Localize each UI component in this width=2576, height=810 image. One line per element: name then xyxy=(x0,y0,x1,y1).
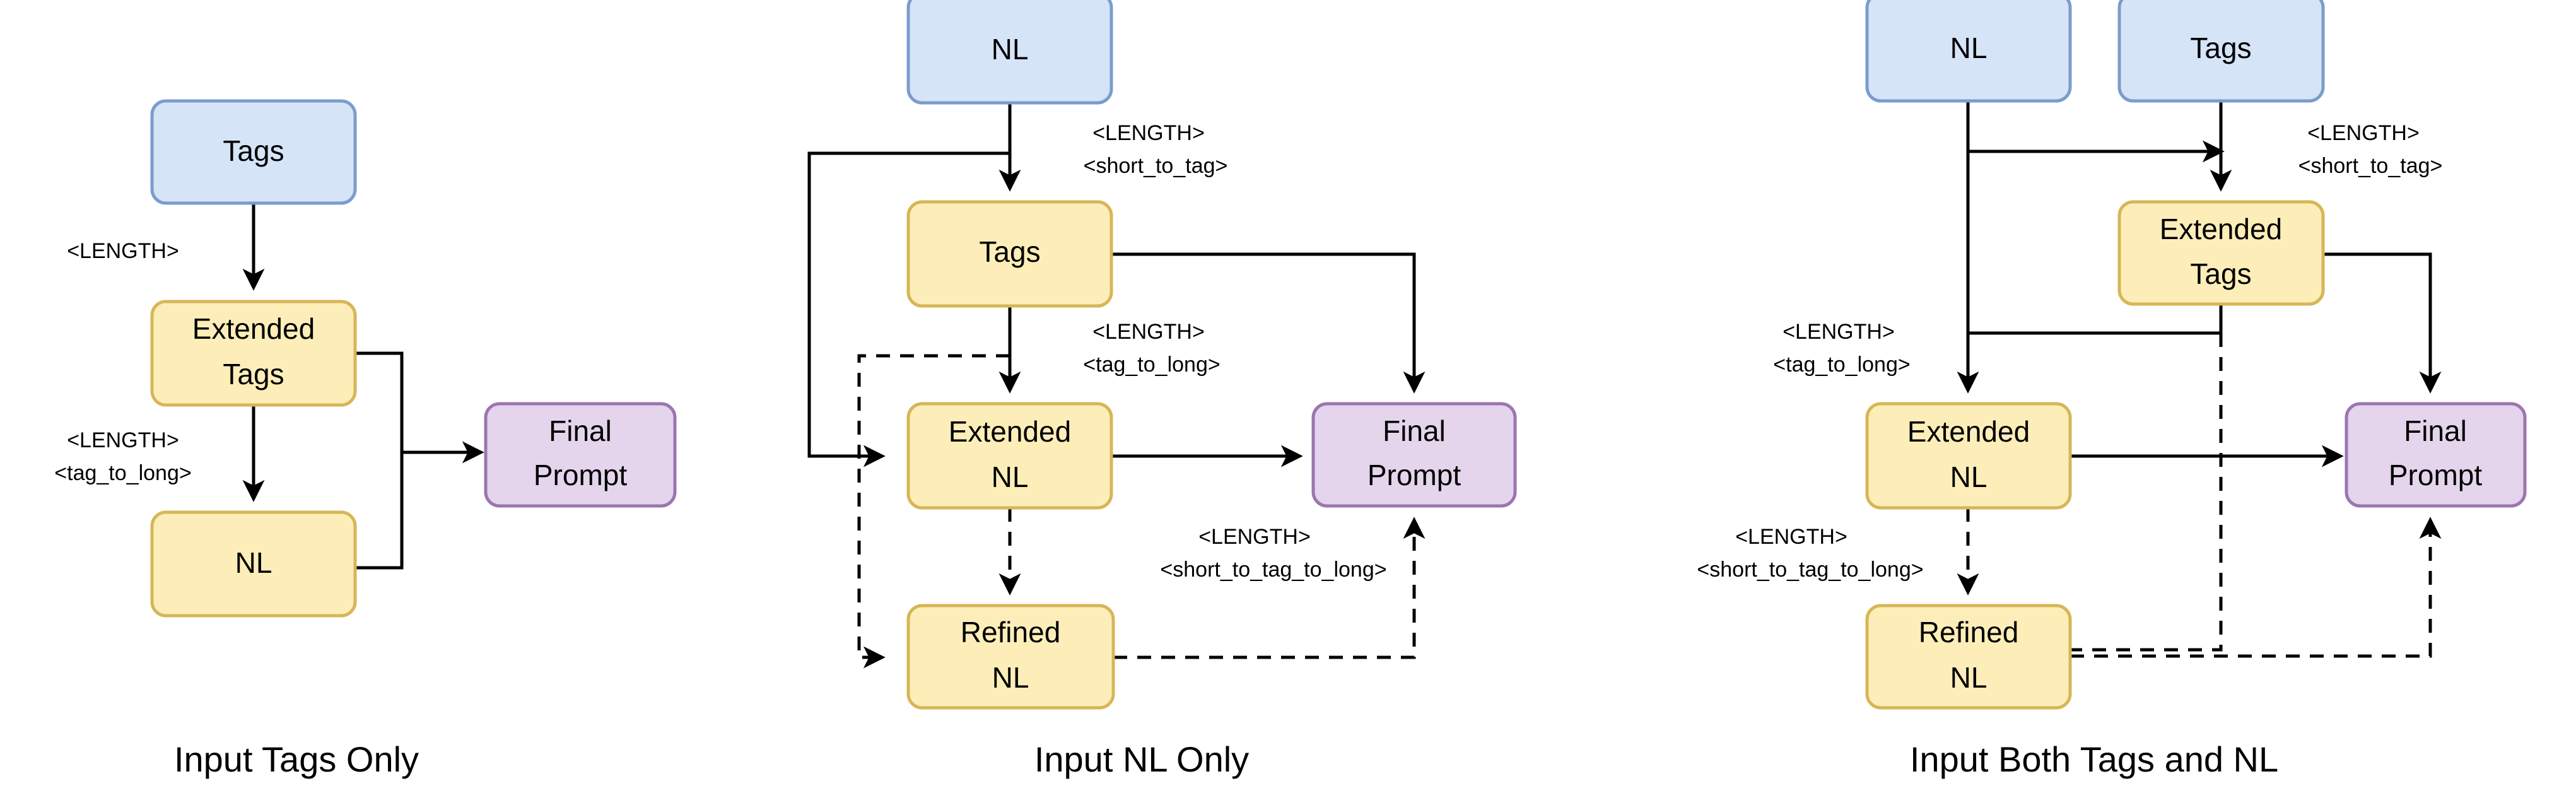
edge-extended-tags-to-final-prompt xyxy=(2323,252,2442,394)
node-extended-tags-label-line1: Extended xyxy=(192,312,315,345)
node-tags-shape xyxy=(906,200,1113,308)
node-nl[interactable]: NL xyxy=(906,0,1113,105)
panel-caption-nl-only: Input NL Only xyxy=(1034,739,1249,779)
node-tags-label: Tags xyxy=(2190,32,2251,64)
node-refined-nl-label-line1: Refined xyxy=(961,616,1061,649)
edge-label-length-3: <LENGTH> xyxy=(1198,525,1311,549)
node-final-prompt[interactable]: Final Prompt xyxy=(484,402,677,508)
node-nl[interactable]: NL xyxy=(1865,0,2072,103)
node-final-prompt-label-line2: Prompt xyxy=(1367,459,1461,491)
node-tags-label: Tags xyxy=(979,235,1040,268)
edge-label-short-to-tag-to-long: <short_to_tag_to_long> xyxy=(1697,558,1923,582)
node-final-prompt[interactable]: Final Prompt xyxy=(1311,402,1517,508)
node-extended-nl[interactable]: Extended NL xyxy=(906,402,1113,510)
node-tags-label: Tags xyxy=(223,134,284,167)
edge-label-length-2: <LENGTH> xyxy=(67,428,179,452)
edge-extended-tags-to-final-prompt-seg xyxy=(355,351,404,452)
node-extended-tags-shape xyxy=(150,300,357,407)
node-nl-label: NL xyxy=(992,33,1029,66)
node-nl-label: NL xyxy=(235,546,272,579)
node-refined-nl-label-line1: Refined xyxy=(1919,616,2019,649)
edge-refined-nl-to-final-prompt xyxy=(1113,517,1426,659)
node-nl-shape xyxy=(906,0,1113,105)
node-final-prompt-label-line2: Prompt xyxy=(2389,459,2482,491)
edge-nl-to-extended-nl xyxy=(807,151,1010,467)
node-final-prompt-shape xyxy=(484,402,677,508)
node-extended-tags-shape xyxy=(2117,200,2325,306)
node-tags-shape xyxy=(150,99,357,205)
edge-label-short-to-tag: <short_to_tag> xyxy=(2298,154,2443,178)
node-final-prompt-shape xyxy=(1311,402,1517,508)
node-refined-nl-label-line2: NL xyxy=(1950,661,1988,694)
node-nl[interactable]: NL xyxy=(150,510,357,618)
panel-input-tags-only: Tags Extended Tags NL Final Prompt <LENG… xyxy=(54,99,677,779)
node-refined-nl-label-line2: NL xyxy=(992,661,1029,694)
edge-label-tag-to-long: <tag_to_long> xyxy=(54,461,191,485)
node-extended-tags[interactable]: Extended Tags xyxy=(150,300,357,407)
node-tags[interactable]: Tags xyxy=(906,200,1113,308)
node-extended-tags-label-line2: Tags xyxy=(223,358,284,390)
node-nl-label: NL xyxy=(1950,32,1988,64)
node-refined-nl[interactable]: Refined NL xyxy=(906,604,1115,710)
node-final-prompt-label-line1: Final xyxy=(549,414,612,447)
panel-input-both: NL Tags Extended Tags Extended NL Refine… xyxy=(1697,0,2527,779)
panel-caption-both: Input Both Tags and NL xyxy=(1910,739,2278,779)
node-extended-nl-label-line2: NL xyxy=(992,461,1029,493)
edge-tags-to-refined-nl xyxy=(857,354,1010,669)
edge-label-length-1: <LENGTH> xyxy=(1092,121,1205,145)
edge-nl-to-final-prompt xyxy=(355,441,484,570)
node-refined-nl-shape xyxy=(906,604,1115,710)
node-extended-nl-label-line1: Extended xyxy=(1907,415,2030,448)
edge-tags-to-final-prompt xyxy=(1111,252,1426,394)
node-nl-shape xyxy=(150,510,357,618)
edge-label-length-1: <LENGTH> xyxy=(67,239,179,263)
edge-label-tag-to-long: <tag_to_long> xyxy=(1773,353,1910,377)
node-refined-nl[interactable]: Refined NL xyxy=(1865,604,2072,710)
node-final-prompt-label-line1: Final xyxy=(1383,414,1446,447)
edge-refined-nl-to-final-prompt xyxy=(2070,517,2442,658)
panel-caption-tags-only: Input Tags Only xyxy=(174,739,419,779)
edge-label-short-to-tag-to-long: <short_to_tag_to_long> xyxy=(1160,558,1386,582)
node-tags-shape xyxy=(2117,0,2325,103)
node-tags[interactable]: Tags xyxy=(2117,0,2325,103)
edge-label-short-to-tag: <short_to_tag> xyxy=(1084,154,1228,178)
node-extended-nl[interactable]: Extended NL xyxy=(1865,402,2072,510)
edge-label-length-2: <LENGTH> xyxy=(1783,320,1895,344)
edge-label-length-2: <LENGTH> xyxy=(1092,320,1205,344)
node-final-prompt-label-line2: Prompt xyxy=(534,459,627,491)
node-refined-nl-shape xyxy=(1865,604,2072,710)
node-nl-shape xyxy=(1865,0,2072,103)
panel-input-nl-only: NL Tags Extended NL Refined NL Final Pro… xyxy=(807,0,1517,779)
edge-label-length-1: <LENGTH> xyxy=(2307,121,2420,145)
node-final-prompt-label-line1: Final xyxy=(2404,414,2467,447)
node-extended-tags[interactable]: Extended Tags xyxy=(2117,200,2325,306)
node-extended-tags-label-line1: Extended xyxy=(2160,213,2282,245)
edge-label-length-3: <LENGTH> xyxy=(1735,525,1847,549)
node-extended-nl-shape xyxy=(906,402,1113,510)
node-tags[interactable]: Tags xyxy=(150,99,357,205)
node-extended-nl-shape xyxy=(1865,402,2072,510)
node-final-prompt[interactable]: Final Prompt xyxy=(2345,402,2527,508)
node-extended-tags-label-line2: Tags xyxy=(2190,257,2251,290)
node-extended-nl-label-line1: Extended xyxy=(949,415,1071,448)
edge-label-tag-to-long: <tag_to_long> xyxy=(1083,353,1220,377)
node-final-prompt-shape xyxy=(2345,402,2527,508)
node-extended-nl-label-line2: NL xyxy=(1950,461,1988,493)
